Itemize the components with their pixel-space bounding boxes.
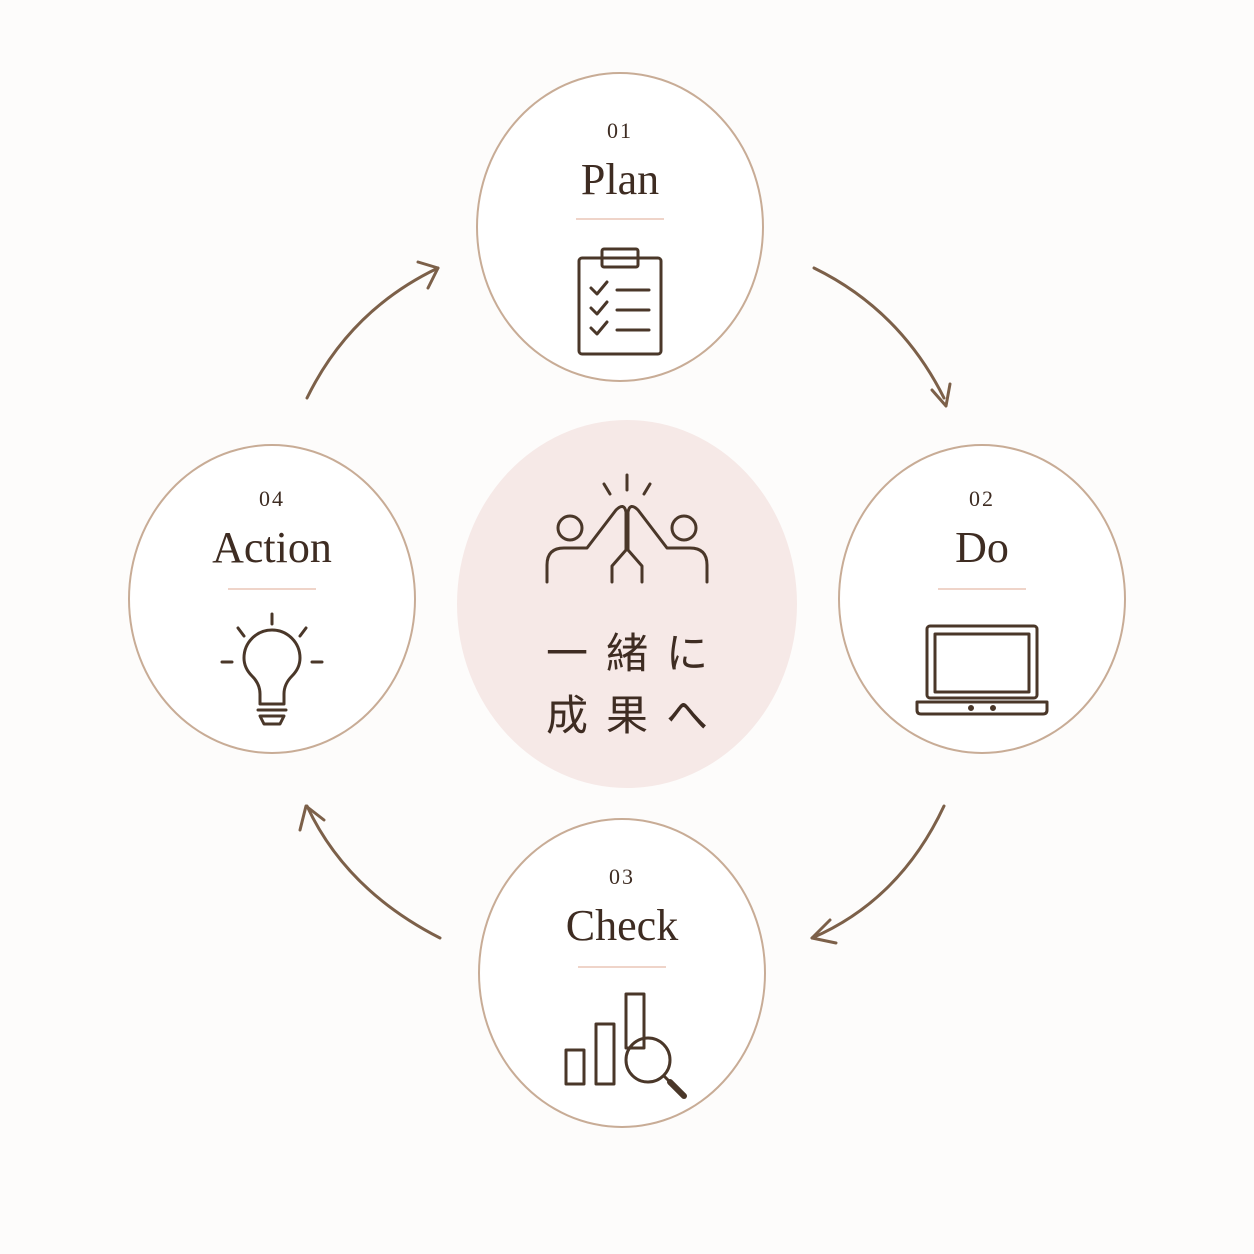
lightbulb-icon: [220, 612, 324, 726]
arrow-plan-to-do: [812, 266, 952, 408]
step-check-circle: 03 Check: [478, 818, 766, 1128]
step-do-circle: 02 Do: [838, 444, 1126, 754]
center-circle: 一緒に 成果へ: [457, 420, 797, 788]
divider: [228, 588, 316, 590]
step-title: Check: [565, 901, 679, 950]
step-title: Do: [955, 523, 1009, 572]
step-action-circle: 04 Action: [128, 444, 416, 754]
divider: [576, 218, 664, 220]
step-number: 02: [969, 486, 995, 511]
step-number: 01: [607, 118, 633, 143]
bar-chart-magnifier-icon: [564, 992, 687, 1099]
step-number: 04: [259, 486, 285, 511]
step-number: 03: [609, 864, 635, 889]
arrow-check-to-action: [298, 804, 442, 940]
center-text-line-2: 成果へ: [545, 691, 726, 740]
center-text-line-1: 一緒に: [545, 629, 726, 678]
arrow-do-to-check: [810, 804, 946, 945]
step-plan-circle: 01 Plan: [476, 72, 764, 382]
divider: [578, 966, 666, 968]
step-title: Plan: [580, 155, 660, 204]
arrow-action-to-plan: [305, 260, 440, 400]
step-title: Action: [212, 523, 332, 572]
clipboard-checklist-icon: [577, 247, 663, 356]
high-five-icon: [545, 473, 709, 584]
laptop-icon: [915, 624, 1049, 716]
divider: [938, 588, 1026, 590]
